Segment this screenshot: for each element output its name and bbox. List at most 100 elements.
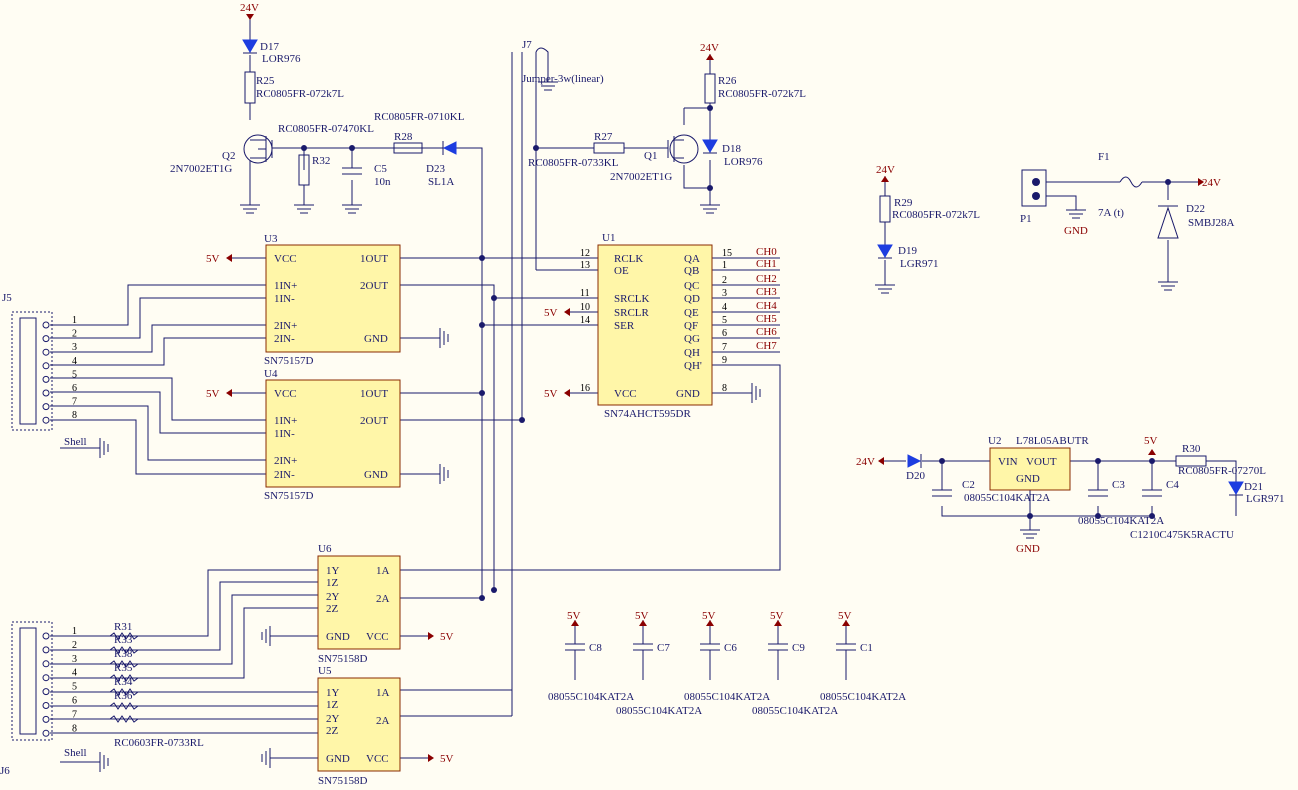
u1-pinnum-left: 10 (580, 302, 590, 313)
u1-pinnum-right: 15 (722, 248, 732, 259)
d23-part: SL1A (428, 176, 454, 188)
gnd-label-u2: GND (1016, 543, 1040, 555)
decap-ref: C1 (860, 642, 873, 654)
u5-pin-2y: 2Y (326, 713, 340, 725)
decap-part: 08055C104KAT2A (684, 691, 770, 703)
c2-ref: C2 (962, 479, 975, 491)
rbank-ref: R36 (114, 690, 133, 702)
net-ch7: CH7 (756, 340, 777, 352)
r30-part: RC0805FR-07270L (1178, 465, 1266, 477)
u3-1out: 1OUT (360, 253, 388, 265)
j6-ref: J6 (0, 765, 10, 777)
d17-part: LOR976 (262, 53, 301, 65)
u1-pin-qd: QD (684, 293, 700, 305)
u3-gnd: GND (364, 333, 388, 345)
u5-pin-2a: 2A (376, 715, 390, 727)
u1-pin-srclr: SRCLR (614, 307, 650, 319)
q1-ref: Q1 (644, 150, 657, 162)
net-ch1: CH1 (756, 258, 777, 270)
mosfets (243, 134, 699, 164)
decap-part: 08055C104KAT2A (548, 691, 634, 703)
u1-pin-gnd: GND (676, 388, 700, 400)
net-ch2: CH2 (756, 273, 777, 285)
u3-part: SN75157D (264, 355, 314, 367)
u3-2out: 2OUT (360, 280, 388, 292)
u2-gnd: GND (1016, 473, 1040, 485)
c5-value: 10n (374, 176, 391, 188)
u1-pinnum-right: 7 (722, 342, 727, 353)
j6-shell: Shell (64, 747, 87, 759)
rbank-ref: R35 (114, 662, 133, 674)
net-ch0: CH0 (756, 246, 777, 258)
r29-ref: R29 (894, 197, 913, 209)
r28-part: RC0805FR-0710KL (374, 111, 465, 123)
j7-ref: J7 (522, 39, 532, 51)
u1-pinnum-left: 12 (580, 248, 590, 259)
net-ch3: CH3 (756, 286, 777, 298)
u1-pin-qhp: QH' (684, 360, 702, 372)
decap-5v: 5V (702, 610, 716, 622)
u1-pin-qa: QA (684, 253, 700, 265)
pwr-5v-u6: 5V (440, 631, 454, 643)
r32-ref: R32 (312, 155, 330, 167)
u5-pin-vcc: VCC (366, 753, 389, 765)
u6-pin-vcc: VCC (366, 631, 389, 643)
j6-pinnum: 3 (72, 654, 77, 665)
j6-pinnum: 2 (72, 640, 77, 651)
p1-ref: P1 (1020, 213, 1032, 225)
c5-ref: C5 (374, 163, 387, 175)
u4-gnd: GND (364, 469, 388, 481)
u1-pinnum-right: 5 (722, 315, 727, 326)
pwr-5v-reg: 5V (1144, 435, 1158, 447)
j6-pinnum: 5 (72, 682, 77, 693)
rbank-ref: R34 (114, 676, 133, 688)
u5-pin-1y: 1Y (326, 687, 340, 699)
u5-pin-gnd: GND (326, 753, 350, 765)
pwr-24v-3: 24V (876, 164, 895, 176)
d21-ref: D21 (1244, 481, 1263, 493)
decap-5v: 5V (770, 610, 784, 622)
r29-part: RC0805FR-072k7L (892, 209, 980, 221)
pwr-5v-srclr: 5V (544, 307, 558, 319)
u1-pinnum-right: 9 (722, 355, 727, 366)
u2-ref: U2 (988, 435, 1001, 447)
u1-pin-srclk: SRCLK (614, 293, 650, 305)
u5-pin-2z: 2Z (326, 725, 339, 737)
j5-pinnum: 3 (72, 342, 77, 353)
gnd-label-p1: GND (1064, 225, 1088, 237)
u3-2in-n: 2IN- (274, 333, 295, 345)
u4-ref: U4 (264, 368, 278, 380)
decap-5v: 5V (838, 610, 852, 622)
u6-pin-1y: 1Y (326, 565, 340, 577)
c2-part: 08055C104KAT2A (964, 492, 1050, 504)
j6-pinnum: 4 (72, 668, 77, 679)
c4-part: C1210C475K5RACTU (1130, 529, 1234, 541)
j5-pinnum: 4 (72, 356, 77, 367)
j5-pinnum: 8 (72, 410, 77, 421)
pwr-5v-u5: 5V (440, 753, 454, 765)
c3-ref: C3 (1112, 479, 1125, 491)
decap-5v: 5V (567, 610, 581, 622)
j6-pinnum: 7 (72, 709, 77, 720)
f1-value: 7A (t) (1098, 207, 1124, 219)
u2-body (989, 447, 1071, 491)
j6-pinnum: 1 (72, 626, 77, 637)
u5-pin-1z: 1Z (326, 699, 339, 711)
d19-part: LGR971 (900, 258, 939, 270)
wires (50, 14, 1237, 763)
u1-pin-qh: QH (684, 347, 700, 359)
u5-pin-1a: 1A (376, 687, 390, 699)
d22-part: SMBJ28A (1188, 217, 1235, 229)
u6-pin-2a: 2A (376, 593, 390, 605)
j5-pinnum: 7 (72, 397, 77, 408)
rbank-ref: R38 (114, 648, 133, 660)
q2-res: RC0805FR-07470KL (278, 123, 374, 135)
net-ch5: CH5 (756, 313, 777, 325)
u6-pin-2z: 2Z (326, 603, 339, 615)
q2-ref: Q2 (222, 150, 235, 162)
u6-pin-2y: 2Y (326, 591, 340, 603)
u3-ref: U3 (264, 233, 278, 245)
q1-part: 2N7002ET1G (610, 171, 672, 183)
j5-shell: Shell (64, 436, 87, 448)
u4-body (265, 379, 401, 488)
